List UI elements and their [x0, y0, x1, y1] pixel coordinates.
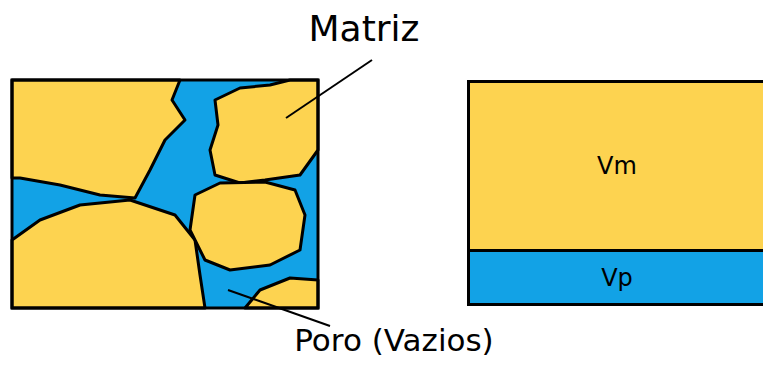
grain	[190, 182, 305, 270]
volume-label: Vp	[601, 264, 633, 292]
leader-line	[228, 290, 330, 326]
grain	[245, 278, 318, 308]
leader-line	[286, 60, 372, 118]
volume-band: Vp	[467, 249, 763, 306]
pore-space	[12, 80, 318, 308]
volume-band: Vm	[467, 80, 763, 252]
volume-label: Vm	[597, 152, 637, 180]
part-label: Poro (Vazios)	[294, 322, 493, 358]
grain	[12, 200, 205, 308]
grain	[210, 80, 318, 183]
part-label: Matriz	[309, 8, 420, 49]
grain	[12, 80, 185, 198]
sample-border	[12, 80, 318, 308]
